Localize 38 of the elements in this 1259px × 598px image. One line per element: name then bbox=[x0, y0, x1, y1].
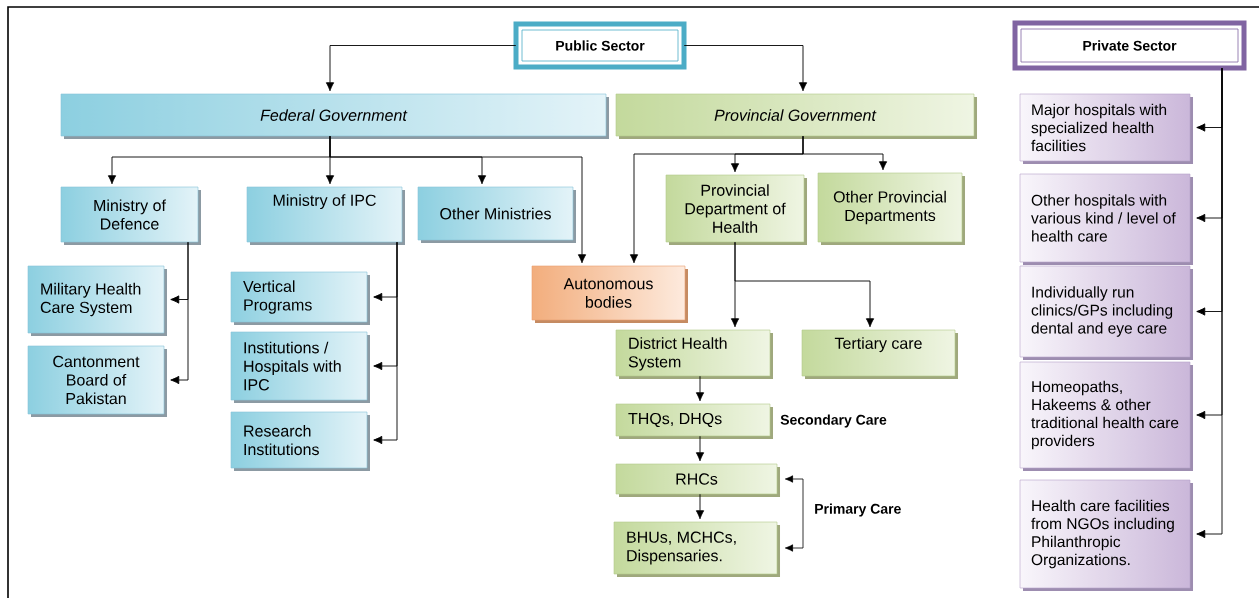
org-box: Tertiary care bbox=[801, 329, 958, 379]
arrow bbox=[802, 135, 888, 171]
org-box: Cantonment Board of Pakistan bbox=[27, 345, 167, 417]
org-box: THQs, DHQs bbox=[615, 403, 773, 439]
arrow bbox=[170, 241, 189, 385]
org-box: Other Provincial Departments bbox=[817, 172, 965, 245]
care-level-label: Primary Care bbox=[815, 503, 901, 517]
org-box: Provincial Department of Health bbox=[665, 174, 807, 245]
org-box: BHUs, MCHCs, Dispensaries. bbox=[613, 521, 780, 577]
org-box: Provincial Government bbox=[615, 93, 977, 139]
org-box: Ministry of IPC bbox=[246, 186, 405, 245]
org-box: Military Health Care System bbox=[27, 265, 167, 336]
arrow bbox=[373, 241, 398, 445]
arrow bbox=[329, 135, 587, 264]
org-box: District Health System bbox=[615, 329, 773, 379]
org-box: Federal Government bbox=[60, 93, 609, 139]
arrow bbox=[695, 435, 705, 462]
org-box: Autonomous bodies bbox=[531, 265, 688, 323]
arrow bbox=[325, 45, 517, 92]
provider-box: Individually run clinics/GPs including dental and eye care bbox=[1019, 265, 1193, 360]
provider-box: Health care facilities from NGOs including Philanthropic Organizations. bbox=[1019, 479, 1193, 591]
provider-box: Major hospitals with specialized health facilities bbox=[1019, 93, 1193, 164]
arrow bbox=[695, 493, 705, 520]
arrow bbox=[683, 45, 808, 92]
provider-box: Homeopaths, Hakeems & other traditional health care providers bbox=[1019, 361, 1193, 471]
org-box: Institutions / Hospitals with IPC bbox=[230, 331, 370, 403]
arrow bbox=[695, 375, 705, 402]
sector-box: Private Sector bbox=[1012, 20, 1247, 71]
org-box: Other Ministries bbox=[417, 186, 576, 243]
arrow bbox=[734, 241, 875, 328]
sector-box: Public Sector bbox=[513, 21, 687, 70]
org-box: RHCs bbox=[615, 463, 780, 497]
care-level-label: Secondary Care bbox=[780, 414, 887, 428]
org-box: Ministry of Defence bbox=[60, 186, 201, 245]
arrow bbox=[1196, 67, 1223, 539]
org-box: Vertical Programs bbox=[230, 271, 370, 325]
provider-box: Other hospitals with various kind / level of health care bbox=[1019, 173, 1193, 265]
org-box: Research Institutions bbox=[230, 411, 370, 471]
